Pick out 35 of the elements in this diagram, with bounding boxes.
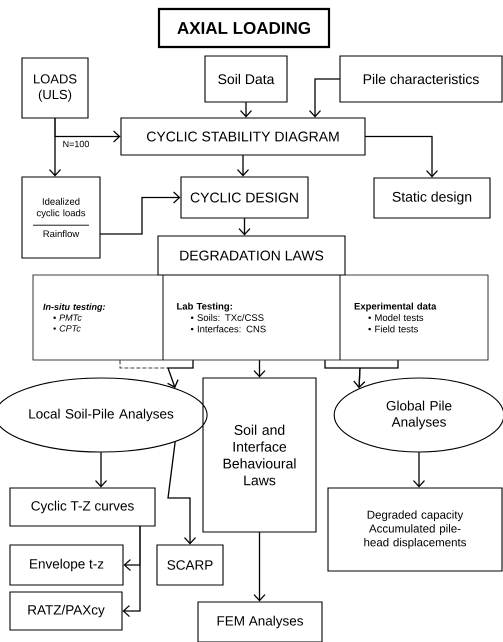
arrow: [413, 452, 425, 488]
arrow: [95, 452, 107, 488]
title-box: AXIAL LOADING: [158, 8, 330, 48]
process-box: Cyclic T-Z curves: [9, 487, 156, 527]
arrow: [353, 360, 399, 388]
arrow: [309, 78, 340, 118]
process-box: FEM Analyses: [197, 601, 323, 642]
testing-box: Experimental data • Model tests • Field tests: [340, 274, 488, 360]
process-box: Static design: [373, 177, 491, 219]
process-box: SCARP: [156, 544, 224, 586]
process-box: Pile characteristics: [339, 55, 503, 103]
process-box: Soil and Interface Behavioural Laws: [202, 377, 317, 533]
process-box: DEGRADATION LAWS: [157, 235, 346, 276]
arrow: [238, 218, 250, 236]
process-box: CYCLIC STABILITY DIAGRAM: [120, 117, 366, 156]
arrow: [254, 360, 266, 378]
arrow: [240, 102, 252, 118]
arrow: [366, 136, 438, 178]
testing-box: In-situ testing: • PMTc • CPTc: [32, 274, 164, 360]
arrow: [122, 526, 141, 617]
testing-box: Lab Testing: • Soils: TXc/CSS • Interfaces: CNS: [162, 274, 340, 360]
arrow: [254, 532, 266, 602]
arrow: [167, 442, 196, 544]
arrow: [167, 360, 194, 388]
process-box: RATZ/PAXcy: [9, 591, 123, 631]
arrow: [237, 156, 249, 176]
arrow: [100, 192, 180, 235]
process-box: Envelope t-z: [9, 544, 124, 586]
process-box: Soil Data: [204, 55, 288, 103]
arrow: [49, 118, 61, 176]
process-box: CYCLIC DESIGN: [180, 176, 309, 219]
edge-label: N=100: [62, 140, 90, 148]
process-box: LOADS (ULS): [21, 57, 89, 119]
process-box: Idealized cyclic loads Rainflow: [21, 176, 101, 259]
result-box: Degraded capacity Accumulated pile-head displacements: [327, 487, 503, 572]
